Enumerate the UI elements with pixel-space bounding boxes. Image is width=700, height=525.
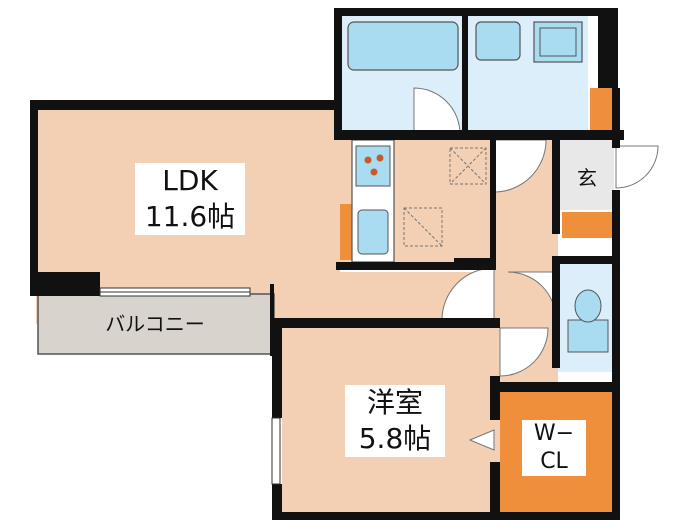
kitchen-sink	[357, 209, 389, 255]
bathroom-door	[413, 87, 461, 135]
washing-machine	[533, 21, 583, 63]
washroom-storage	[590, 88, 612, 134]
western-room-name: 洋室	[366, 386, 423, 419]
washing-machine-inner	[539, 27, 577, 57]
stove	[355, 145, 391, 187]
balcony-label: バルコニー	[105, 312, 205, 336]
kitchen-side-cabinet	[340, 204, 354, 260]
walls	[30, 8, 624, 520]
western-room-door	[499, 327, 549, 377]
closet-door-marker	[468, 429, 495, 451]
shoe-closet	[562, 212, 614, 238]
balcony-floor	[37, 293, 275, 355]
kitchen-door	[493, 139, 547, 193]
ldk-name: LDK	[162, 164, 218, 197]
burner-3	[370, 168, 378, 176]
wcl-line1: W−	[533, 421, 575, 446]
fridge-space	[449, 147, 487, 185]
western-room-size: 5.8帖	[358, 422, 432, 455]
entrance-floor	[558, 140, 614, 210]
burner-2	[376, 154, 384, 162]
burner-1	[364, 156, 372, 164]
side-window	[271, 417, 281, 485]
wcl-label: W− CL	[522, 420, 586, 476]
appliance-space	[403, 207, 443, 247]
entrance-door	[615, 145, 659, 189]
bathtub	[347, 21, 459, 71]
wcl-line2: CL	[540, 449, 568, 474]
washbasin	[475, 21, 521, 61]
toilet-bowl	[574, 289, 602, 323]
entrance-label: 玄	[577, 166, 597, 190]
toilet	[567, 319, 609, 353]
ldk-size: 11.6帖	[144, 200, 236, 233]
western-room-label: 洋室 5.8帖	[345, 385, 445, 457]
ldk-label: LDK 11.6帖	[135, 163, 245, 235]
